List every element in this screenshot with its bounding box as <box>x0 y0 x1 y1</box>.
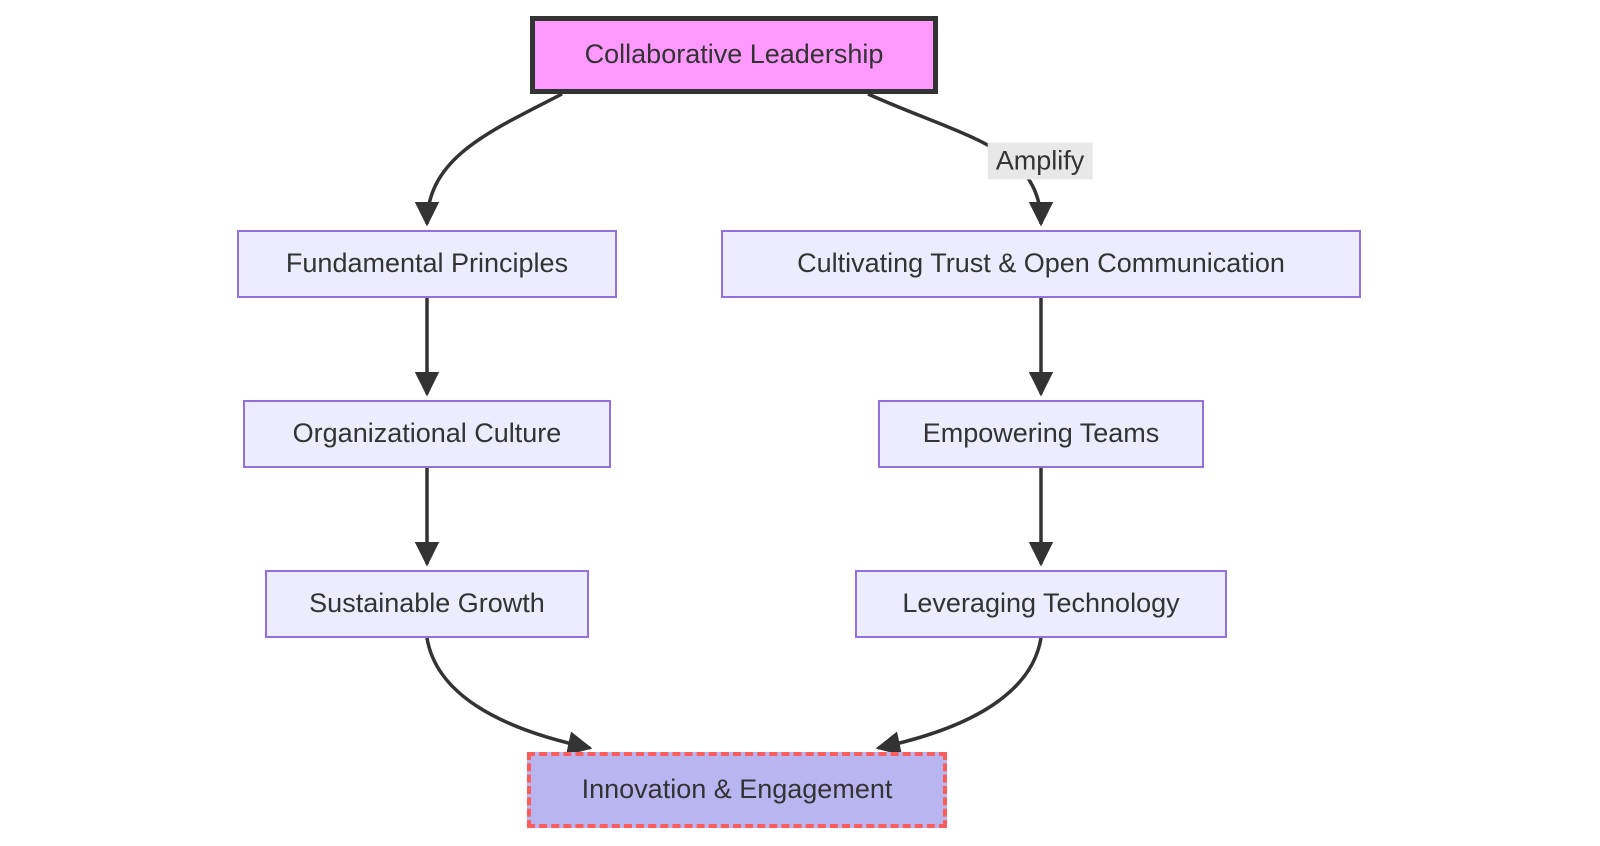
node-leveraging-technology: Leveraging Technology <box>855 570 1227 638</box>
node-fundamental-principles: Fundamental Principles <box>237 230 617 298</box>
node-sustainable-growth: Sustainable Growth <box>265 570 589 638</box>
node-label: Empowering Teams <box>922 418 1160 449</box>
node-label: Fundamental Principles <box>285 248 569 279</box>
node-collaborative-leadership: Collaborative Leadership <box>530 16 938 94</box>
node-innovation-engagement: Innovation & Engagement <box>527 752 947 828</box>
edge-leveraging-to-innovation <box>875 637 1043 756</box>
node-label: Sustainable Growth <box>309 588 545 619</box>
node-label: Organizational Culture <box>292 418 562 449</box>
node-organizational-culture: Organizational Culture <box>243 400 611 468</box>
node-cultivating-trust: Cultivating Trust & Open Communication <box>721 230 1361 298</box>
node-label: Cultivating Trust & Open Communication <box>797 248 1285 279</box>
node-label: Collaborative Leadership <box>584 39 884 70</box>
edge-label-amplify: Amplify <box>987 142 1093 180</box>
node-label: Leveraging Technology <box>902 588 1180 619</box>
node-empowering-teams: Empowering Teams <box>878 400 1204 468</box>
edge-root-to-fundamental <box>414 92 563 227</box>
node-label: Innovation & Engagement <box>581 774 893 805</box>
edge-sustainable-to-innovation <box>425 637 593 756</box>
